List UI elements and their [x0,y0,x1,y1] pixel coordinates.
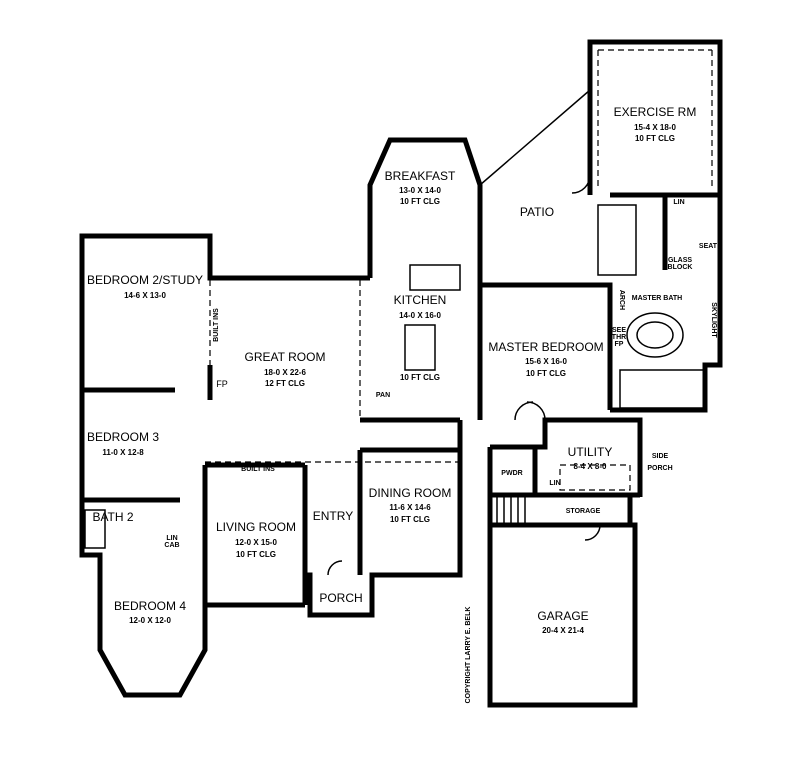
room-name: GREAT ROOM [245,350,326,364]
room-size: 18-0 X 22-6 [264,368,306,377]
room-kitchen: KITCHEN 14-0 X 16-0 10 FT CLG [394,293,447,382]
label-fireplace: FP [216,379,228,389]
label-block: BLOCK [668,264,693,271]
label-seat: SEAT [699,243,718,250]
room-size: 15-6 X 16-0 [525,357,567,366]
room-patio: PATIO [520,205,554,219]
room-size: 20-4 X 21-4 [542,626,584,635]
room-side-porch: SIDE PORCH [647,453,672,472]
room-master-bedroom: MASTER BEDROOM 15-6 X 16-0 10 FT CLG [488,340,603,378]
room-name: KITCHEN [394,293,447,307]
room-size: 14-6 X 13-0 [124,291,166,300]
room-porch: PORCH [319,591,362,605]
label-built-ins-side: BUILT INS [213,308,220,342]
room-name: EXERCISE RM [614,105,697,119]
room-name: DINING ROOM [369,486,452,500]
label-skylight: SKYLIGHT [710,302,717,338]
room-living: LIVING ROOM 12-0 X 15-0 10 FT CLG [216,520,296,559]
label-arch: ARCH [618,290,625,310]
room-bath-2: BATH 2 [92,510,133,524]
room-name: MASTER BEDROOM [488,340,603,354]
room-breakfast: BREAKFAST 13-0 X 14-0 10 FT CLG [385,169,456,206]
room-name: LIVING ROOM [216,520,296,534]
room-name: BREAKFAST [385,169,456,183]
room-ceiling: 12 FT CLG [265,379,305,388]
room-entry: ENTRY [313,509,353,523]
room-size: 12-0 X 15-0 [235,538,277,547]
room-garage: GARAGE 20-4 X 21-4 [537,609,588,635]
room-ceiling: 10 FT CLG [400,197,440,206]
details [84,49,713,576]
room-bedroom-4: BEDROOM 4 12-0 X 12-0 [114,599,186,625]
label-lin-cab-2: CAB [164,542,179,549]
room-name: GARAGE [537,609,588,623]
stairs [496,497,526,525]
room-master-bath: MASTER BATH [632,295,682,302]
walls [79,39,723,708]
room-ceiling: 10 FT CLG [400,373,440,382]
label-thr: THR [612,334,626,341]
label-lin: LIN [549,480,560,487]
room-name: SIDE [652,453,669,460]
room-exercise: EXERCISE RM 15-4 X 18-0 10 FT CLG [614,105,697,143]
room-bedroom-3: BEDROOM 3 11-0 X 12-8 [87,430,159,457]
room-great: GREAT ROOM 18-0 X 22-6 12 FT CLG [245,350,326,388]
room-size: 11-0 X 12-8 [102,448,144,457]
label-pantry: PAN [376,392,390,399]
room-name-2: PORCH [647,465,672,472]
label-glass: GLASS [668,257,692,264]
room-size: 14-0 X 16-0 [399,311,441,320]
room-size: 8-4 X 8-0 [574,462,607,471]
room-ceiling: 10 FT CLG [390,515,430,524]
room-size: 13-0 X 14-0 [399,186,441,195]
room-size: 15-4 X 18-0 [634,123,676,132]
room-name: BEDROOM 4 [114,599,186,613]
room-ceiling: 10 FT CLG [236,550,276,559]
room-size: 12-0 X 12-0 [129,616,171,625]
label-fp: FP [615,341,624,348]
label-see: SEE [612,327,626,334]
label-lin: LIN [673,199,684,206]
room-bedroom-2: BEDROOM 2/STUDY 14-6 X 13-0 [87,273,203,300]
label-lin-cab: LIN [166,535,177,542]
room-utility: UTILITY 8-4 X 8-0 [568,445,613,471]
label-built-ins: BUILT INS [241,466,275,473]
room-ceiling: 10 FT CLG [526,369,566,378]
room-name: UTILITY [568,445,613,459]
room-ceiling: 10 FT CLG [635,134,675,143]
room-dining: DINING ROOM 11-6 X 14-6 10 FT CLG [369,486,452,524]
room-storage: STORAGE [566,508,601,515]
copyright-text: COPYRIGHT LARRY E. BELK [465,607,472,704]
room-pwdr: PWDR [501,470,522,477]
room-size: 11-6 X 14-6 [389,503,431,512]
room-name: BEDROOM 2/STUDY [87,273,203,287]
room-name: BEDROOM 3 [87,430,159,444]
